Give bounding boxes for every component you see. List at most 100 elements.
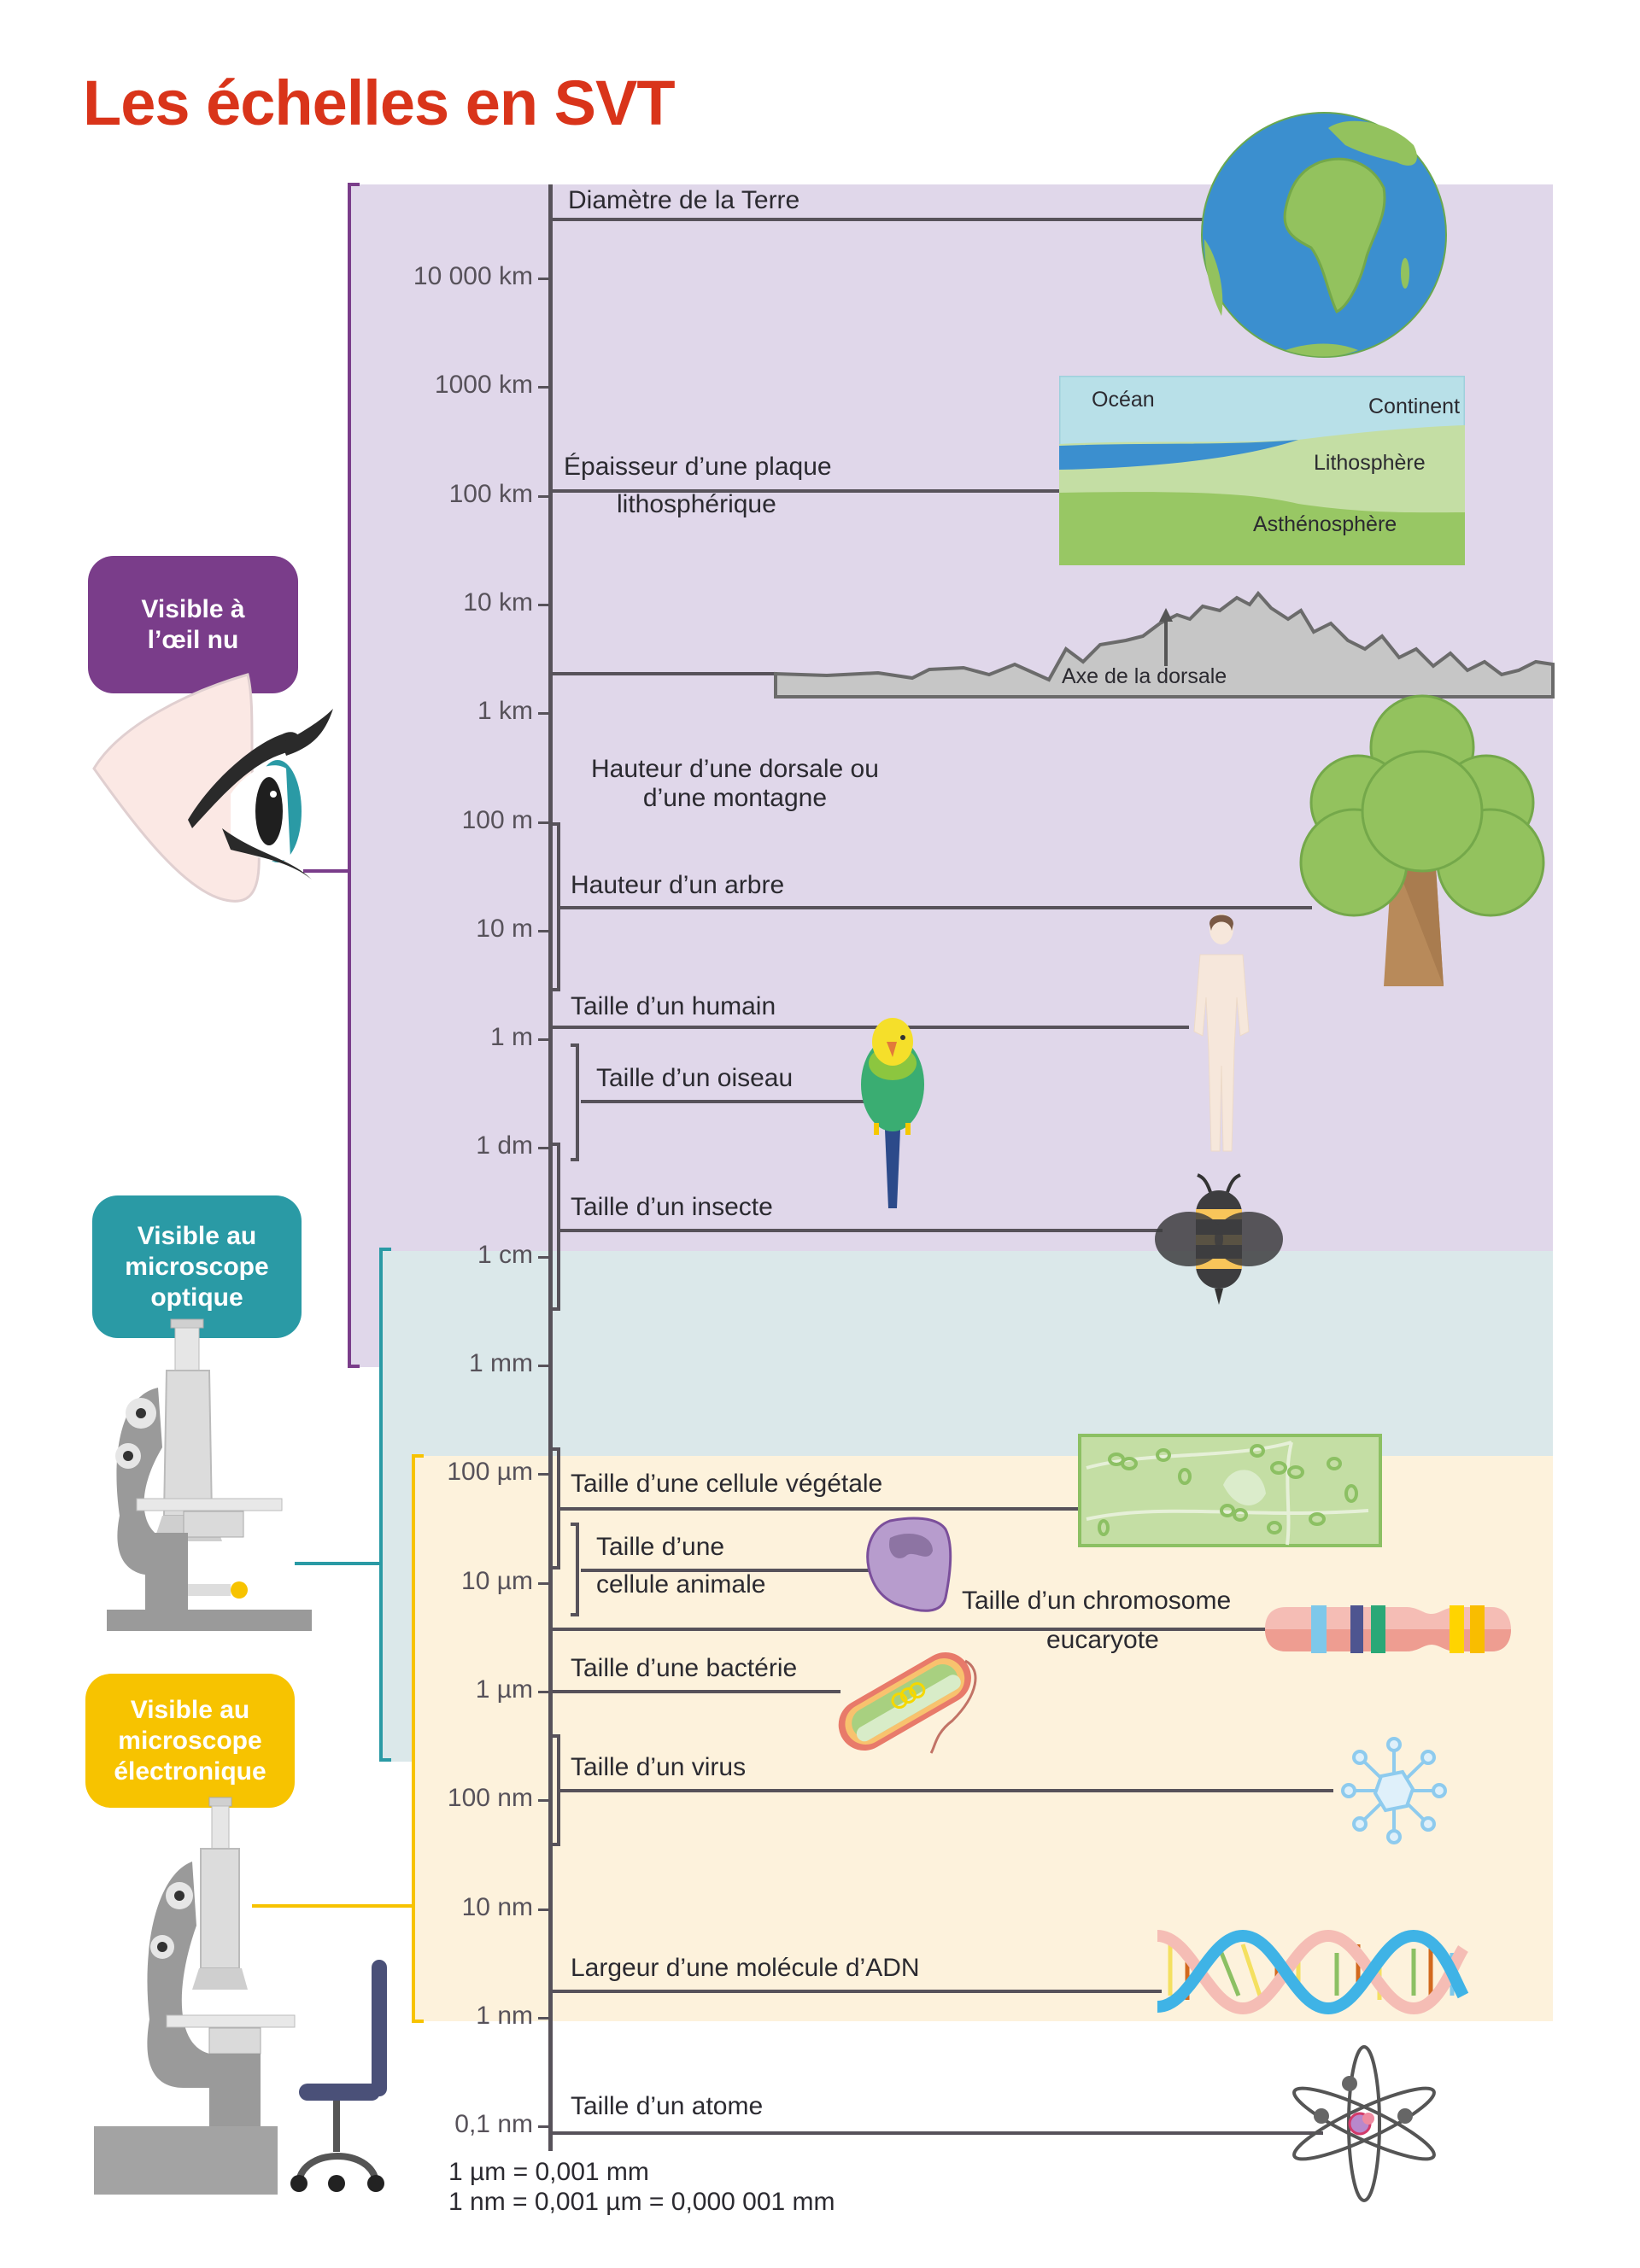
unit-note-nanometer: 1 nm = 0,001 µm = 0,000 001 mm — [448, 2188, 835, 2216]
asthenosphere-label: Asthénosphère — [1253, 512, 1397, 536]
bird-icon — [861, 1018, 924, 1208]
unit-note-micrometer: 1 µm = 0,001 mm — [448, 2158, 649, 2186]
axis-tick — [538, 1691, 550, 1693]
axis-tick — [538, 1147, 550, 1149]
label-line: l’œil nu — [147, 625, 239, 654]
entry-plant-cell-label: Taille d’une cellule végétale — [571, 1470, 883, 1498]
axis-tick-label: 10 000 km — [413, 262, 533, 290]
earth-icon — [1201, 112, 1447, 358]
axis-tick — [538, 2017, 550, 2020]
label-line: Visible au — [137, 1221, 257, 1250]
axis-tick — [538, 1256, 550, 1259]
animal-cell-bracket — [571, 1523, 579, 1616]
lithosphere-label: Lithosphère — [1314, 451, 1426, 475]
axis-tick-label: 100 nm — [447, 1784, 533, 1812]
band-electronic — [413, 1456, 1553, 2021]
naked-eye-bracket — [348, 183, 360, 1368]
label-line: cellule animale — [596, 1570, 766, 1599]
entry-animal-cell-line — [581, 1569, 871, 1572]
axis-tick-label: 100 m — [461, 806, 533, 834]
tree-bracket — [552, 822, 560, 991]
ocean-label: Océan — [1092, 388, 1155, 412]
entry-plate-label: Épaisseur d’une plaque lithosphérique — [564, 453, 832, 519]
entry-tree-label: Hauteur d’un arbre — [571, 871, 785, 899]
electron-microscope-icon — [94, 1797, 387, 2195]
axis-tick-label: 1 nm — [476, 2002, 533, 2030]
entry-earth-line — [550, 218, 1208, 221]
animal-cell-icon — [866, 1517, 952, 1612]
virus-bracket — [552, 1734, 560, 1846]
plant-cell-bracket — [552, 1447, 560, 1569]
dorsal-axis-label: Axe de la dorsale — [1062, 664, 1227, 688]
entry-animal-cell-label: Taille d’une cellule animale — [596, 1533, 765, 1599]
entry-plant-cell-line — [560, 1507, 1078, 1511]
axis-tick — [538, 278, 550, 280]
entry-bacteria-label: Taille d’une bactérie — [571, 1654, 798, 1682]
eye-icon — [92, 673, 333, 903]
optical-microscope-icon — [107, 1318, 312, 1631]
continent-label: Continent — [1368, 395, 1461, 418]
plant-cell-icon — [1078, 1434, 1382, 1547]
label-line: électronique — [114, 1757, 266, 1786]
label-line: microscope — [125, 1252, 269, 1281]
label-line: Visible au — [130, 1695, 250, 1724]
axis-tick-label: 1 dm — [476, 1131, 533, 1160]
axis-tick-label: 100 km — [448, 480, 533, 508]
optical-connector — [295, 1562, 381, 1565]
axis-tick — [538, 495, 550, 498]
entry-human-line — [550, 1026, 1189, 1029]
entry-atom-label: Taille d’un atome — [571, 2092, 764, 2120]
label-line: Épaisseur d’une plaque — [564, 453, 832, 481]
axis-tick-label: 10 km — [463, 588, 533, 617]
label-line: Hauteur d’une dorsale ou — [591, 755, 879, 783]
axis-tick — [538, 1909, 550, 1911]
axis-tick — [538, 930, 550, 932]
axis-tick — [538, 1365, 550, 1367]
scale-axis — [548, 184, 553, 2151]
axis-tick-label: 1 µm — [475, 1675, 533, 1704]
entry-virus-label: Taille d’un virus — [571, 1753, 747, 1781]
axis-tick-label: 1000 km — [434, 371, 533, 399]
dna-icon — [1156, 1929, 1469, 2015]
chromosome-icon — [1265, 1605, 1511, 1653]
bee-icon — [1155, 1173, 1283, 1305]
entry-dorsal-line — [550, 672, 777, 675]
axis-tick — [538, 1799, 550, 1802]
insect-bracket — [552, 1143, 560, 1311]
entry-human-label: Taille d’un humain — [571, 992, 776, 1020]
axis-tick — [538, 604, 550, 606]
bacteria-icon — [838, 1652, 977, 1754]
entry-bacteria-line — [550, 1690, 840, 1693]
entry-insect-line — [560, 1229, 1163, 1232]
lithosphere-diagram: Océan Continent Lithosphère Asthénosphèr… — [1059, 376, 1465, 565]
label-line: microscope — [118, 1726, 262, 1755]
axis-tick-label: 10 µm — [461, 1567, 533, 1595]
band-naked-eye-tail — [349, 1251, 381, 1367]
band-optical-tail — [381, 1456, 413, 1762]
axis-tick — [538, 2125, 550, 2128]
axis-tick — [538, 712, 550, 715]
lithosphere-diagram-graphic — [1059, 376, 1465, 565]
axis-tick-label: 10 nm — [461, 1893, 533, 1921]
entry-chromosome-label-1: Taille d’un chromosome — [962, 1587, 1232, 1615]
entry-tree-line — [560, 906, 1312, 909]
entry-bird-line — [581, 1100, 867, 1103]
entry-bird-label: Taille d’un oiseau — [596, 1064, 794, 1092]
entry-plate-line — [550, 489, 1059, 493]
human-icon — [1193, 914, 1250, 1152]
label-line: Visible à — [141, 594, 245, 623]
page-title: Les échelles en SVT — [83, 67, 676, 138]
entry-virus-line — [560, 1789, 1333, 1792]
axis-tick-label: 0,1 nm — [454, 2110, 533, 2138]
tree-icon — [1299, 694, 1545, 986]
electronic-connector — [252, 1904, 413, 1908]
entry-dna-label: Largeur d’une molécule d’ADN — [571, 1954, 920, 1982]
axis-tick — [538, 1473, 550, 1476]
label-line: lithosphérique — [617, 490, 776, 518]
entry-chromosome-line — [550, 1628, 1268, 1631]
entry-earth-label: Diamètre de la Terre — [568, 186, 800, 214]
axis-tick-label: 1 cm — [477, 1241, 533, 1269]
